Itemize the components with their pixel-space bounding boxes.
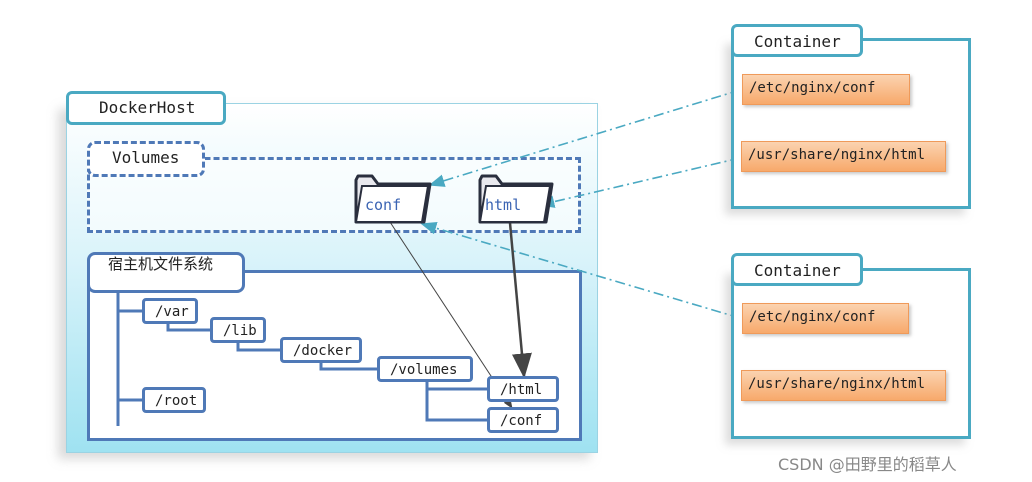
arrow-html-top	[538, 157, 741, 208]
fs-node-lib: /lib	[210, 317, 266, 343]
folder-icon	[478, 174, 554, 224]
host-filesystem-title: 宿主机文件系统	[87, 252, 245, 293]
container-2-path-conf: /etc/nginx/conf	[742, 303, 909, 334]
volumes-title: Volumes	[87, 141, 205, 177]
fs-node-conf: /conf	[487, 407, 559, 433]
container-1-path-html: /usr/share/nginx/html	[741, 141, 946, 172]
docker-host-title: DockerHost	[66, 91, 226, 125]
folder-icon	[354, 174, 432, 224]
arrow-conf-bottom	[420, 221, 741, 319]
fs-node-volumes: /volumes	[377, 356, 473, 382]
fs-node-docker: /docker	[280, 337, 362, 363]
folder-label-html: html	[485, 196, 522, 214]
container-box-2	[731, 268, 971, 439]
folder-label-conf: conf	[365, 196, 402, 214]
container-box-1	[731, 38, 971, 209]
container-title-1: Container	[731, 24, 863, 57]
container-2-path-html: /usr/share/nginx/html	[741, 370, 946, 401]
arrow-html-to-host	[508, 222, 532, 379]
container-1-path-conf: /etc/nginx/conf	[742, 74, 910, 105]
container-title-2: Container	[731, 253, 863, 286]
tree-lines	[116, 292, 487, 426]
fs-node-html: /html	[487, 376, 559, 402]
arrow-conf-top	[428, 89, 741, 187]
fs-node-var: /var	[142, 298, 198, 324]
fs-node-root: /root	[142, 387, 206, 413]
watermark: CSDN @田野里的稻草人	[778, 455, 957, 474]
